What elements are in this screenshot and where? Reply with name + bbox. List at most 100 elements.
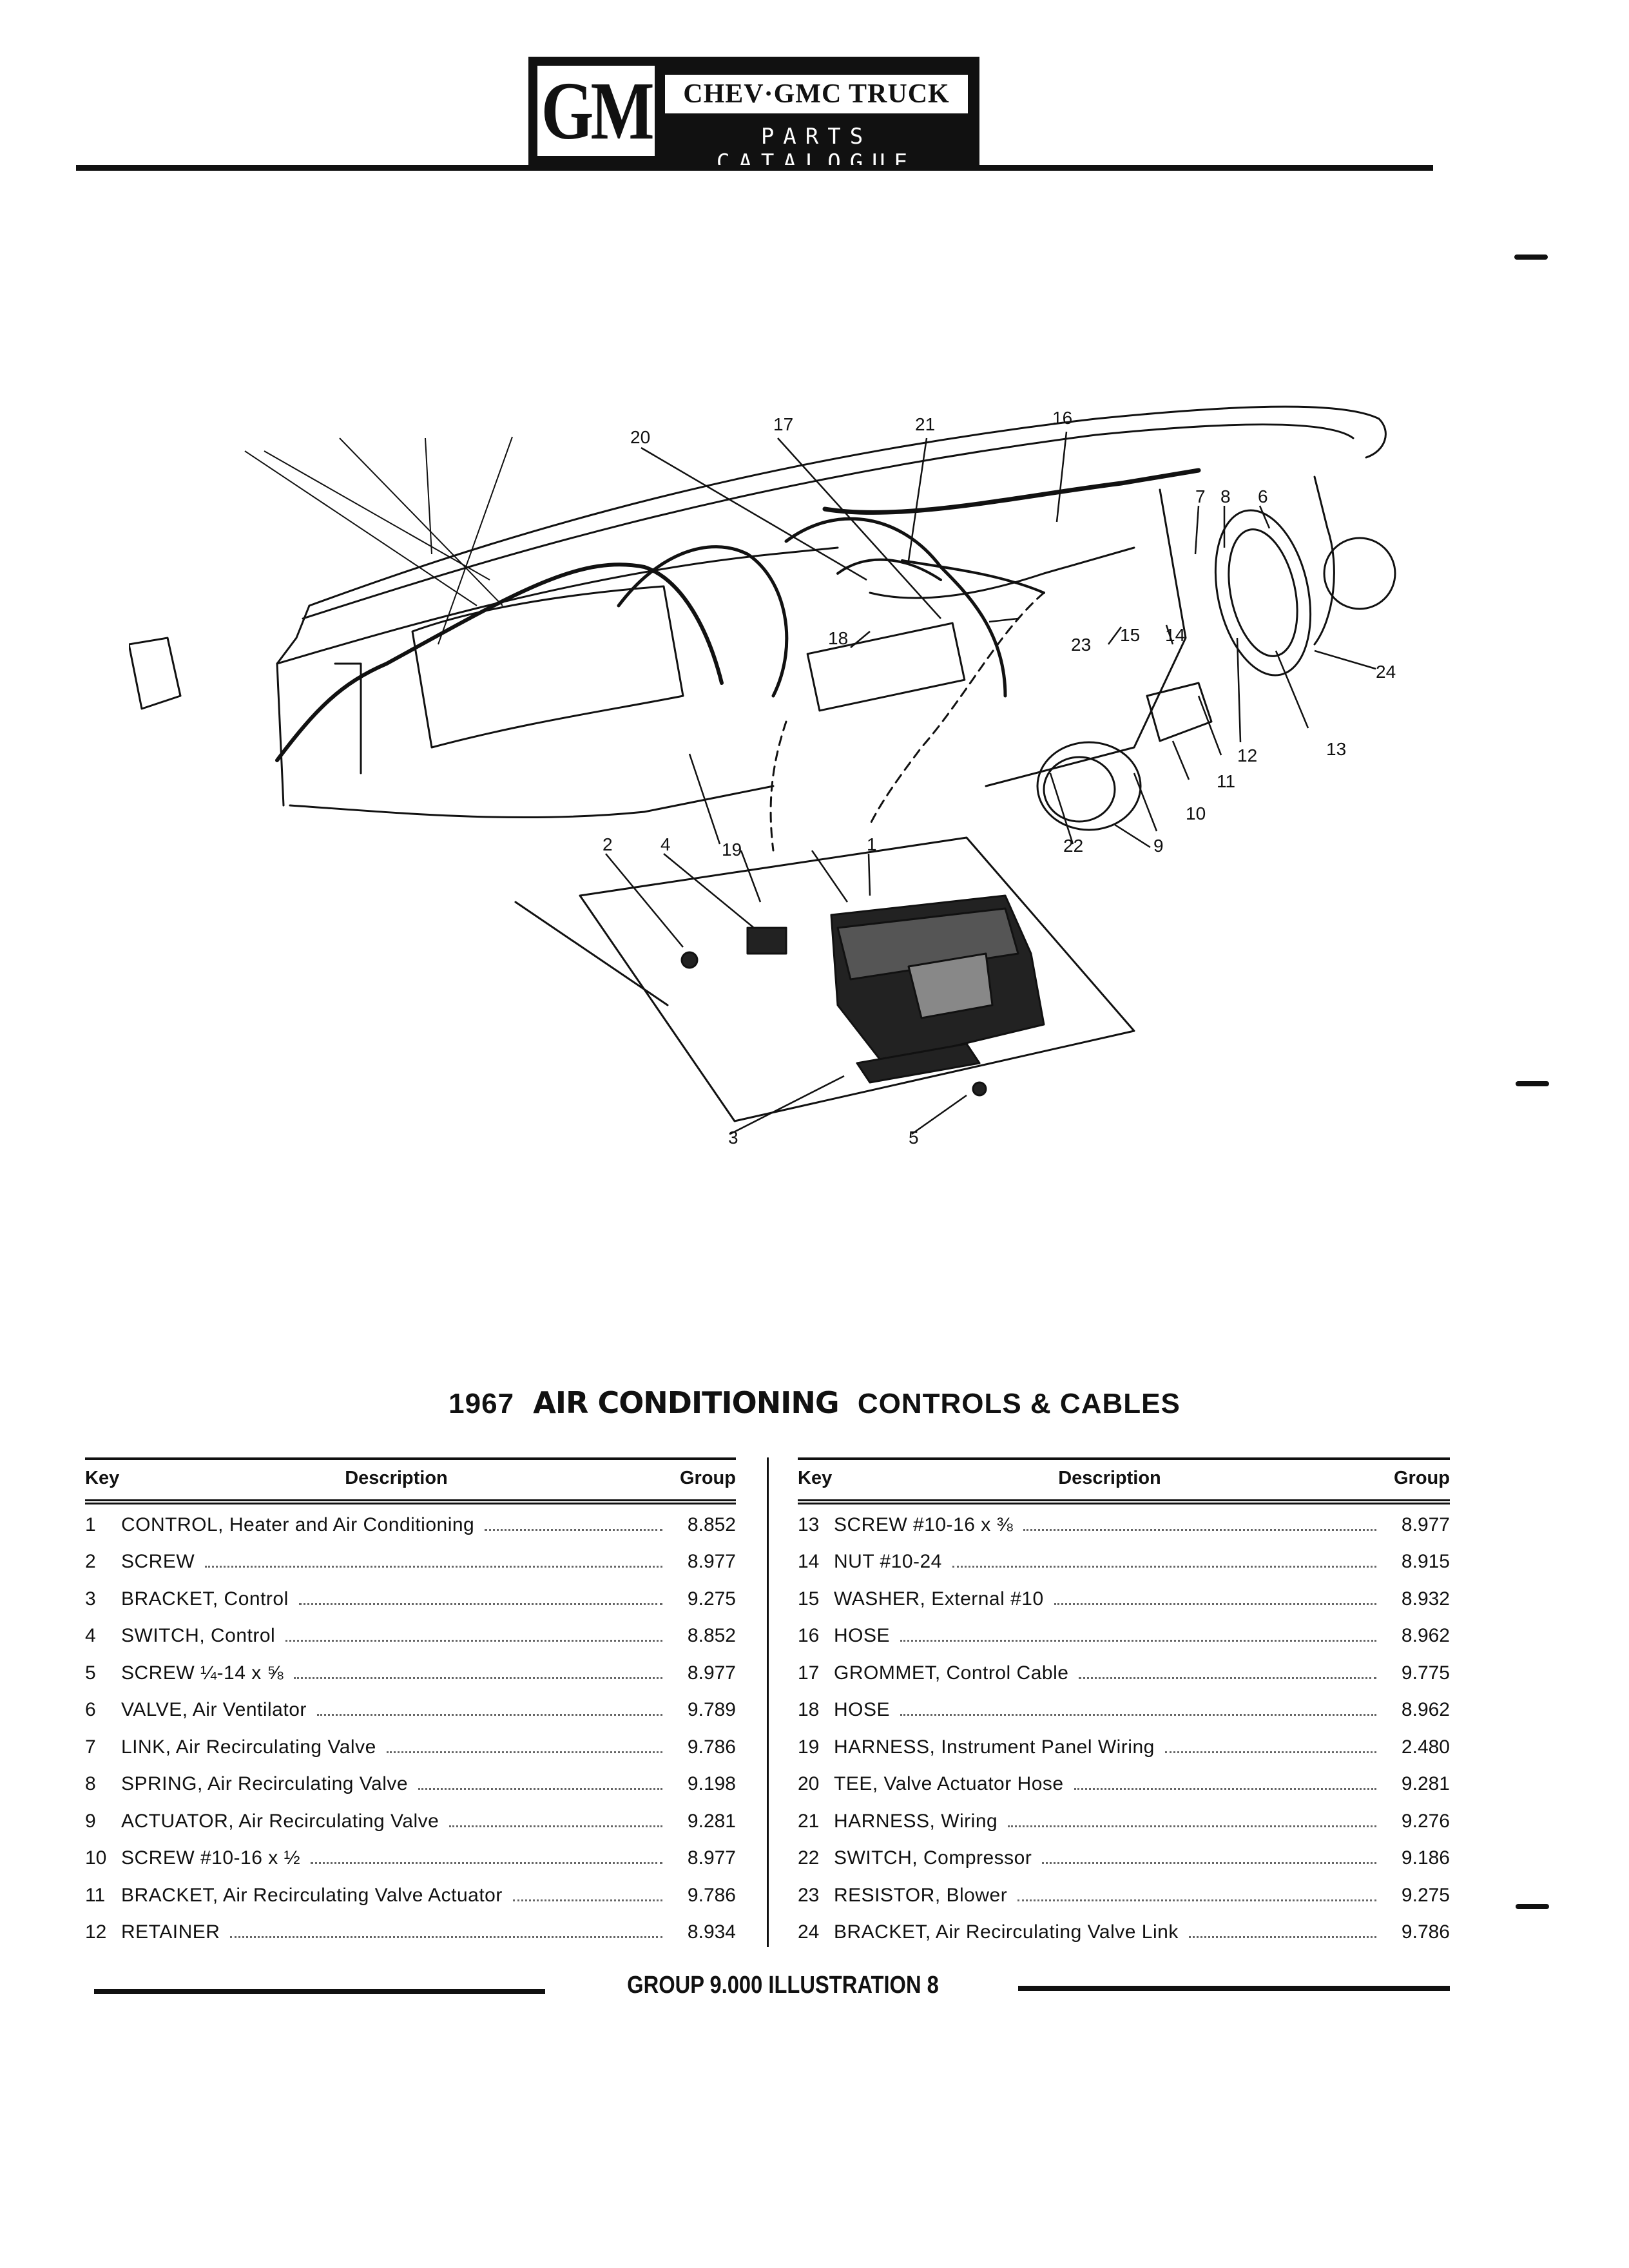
- dot-leader: [230, 1936, 662, 1939]
- part-description: HOSE: [834, 1625, 891, 1647]
- exploded-parts-diagram: 1 2 3 4 5 6 7 8 9 10 11 12 13 14 15 16 1…: [129, 405, 1396, 1148]
- part-group: 9.275: [687, 1588, 736, 1610]
- part-description: HARNESS, Instrument Panel Wiring: [834, 1736, 1155, 1758]
- leader-16: [438, 436, 513, 645]
- callout-4: 4: [660, 834, 671, 854]
- part-key: 6: [85, 1699, 96, 1721]
- wiring-harness: [275, 562, 724, 762]
- dot-leader: [449, 1825, 662, 1827]
- part-group: 8.915: [1401, 1551, 1450, 1573]
- part-group: 9.275: [1401, 1884, 1450, 1906]
- dot-leader: [952, 1566, 1376, 1568]
- part-description-cell: SCREW ¼-14 x ⅝: [121, 1655, 671, 1692]
- margin-tick: [1516, 1904, 1549, 1909]
- header-group: Group: [1394, 1468, 1450, 1488]
- part-description-cell: BRACKET, Control: [121, 1581, 671, 1618]
- callout-18: 18: [828, 628, 848, 648]
- part-description: SPRING, Air Recirculating Valve: [121, 1773, 409, 1795]
- brand-label: CHEV·GMC TRUCK: [665, 75, 968, 113]
- part-description-cell: HARNESS, Instrument Panel Wiring: [834, 1729, 1385, 1766]
- part-key: 16: [798, 1625, 820, 1647]
- leader-17: [339, 437, 503, 606]
- control-switch-part: [746, 927, 787, 955]
- part-description-cell: TEE, Valve Actuator Hose: [834, 1766, 1385, 1803]
- part-description: RETAINER: [121, 1921, 220, 1943]
- part-key: 18: [798, 1699, 820, 1721]
- part-description: TEE, Valve Actuator Hose: [834, 1773, 1064, 1795]
- dash-top-outline: [308, 405, 1387, 607]
- part-description: GROMMET, Control Cable: [834, 1662, 1069, 1684]
- dot-leader: [485, 1528, 662, 1531]
- dash-face-edge: [276, 546, 839, 665]
- callout-21: 21: [915, 414, 935, 434]
- air-ventilator-valve: [1214, 509, 1312, 677]
- dot-leader: [1042, 1862, 1376, 1865]
- part-key: 19: [798, 1736, 820, 1758]
- part-description-cell: VALVE, Air Ventilator: [121, 1692, 671, 1729]
- part-description-cell: LINK, Air Recirculating Valve: [121, 1729, 671, 1766]
- part-description-cell: WASHER, External #10: [834, 1581, 1385, 1618]
- margin-tick: [1516, 1081, 1549, 1086]
- part-group: 9.281: [1401, 1773, 1450, 1795]
- part-key: 4: [85, 1625, 96, 1647]
- part-key: 23: [798, 1884, 820, 1906]
- gm-logo-block: GM CHEV·GMC TRUCK PARTS CATALOGUE: [528, 57, 979, 175]
- part-description: BRACKET, Air Recirculating Valve Actuato…: [121, 1884, 503, 1906]
- table-row: 19 HARNESS, Instrument Panel Wiring 2.480: [798, 1729, 1450, 1766]
- callout-13: 13: [1326, 739, 1346, 759]
- part-key: 1: [85, 1514, 96, 1535]
- part-key: 10: [85, 1847, 107, 1869]
- vent-grille-outline: [1323, 537, 1396, 610]
- part-key: 14: [798, 1551, 820, 1573]
- callout-3: 3: [728, 1128, 738, 1148]
- table-divider: [767, 1457, 769, 1947]
- control-bracket-part: [856, 1043, 981, 1084]
- part-description-cell: HOSE: [834, 1692, 1385, 1729]
- dot-leader: [1023, 1528, 1376, 1531]
- part-description-cell: BRACKET, Air Recirculating Valve Actuato…: [121, 1877, 671, 1914]
- part-description-cell: RESISTOR, Blower: [834, 1877, 1385, 1914]
- leader-20: [264, 450, 490, 581]
- dot-leader: [205, 1566, 662, 1568]
- dot-leader: [294, 1677, 662, 1679]
- part-description: NUT #10-24: [834, 1551, 942, 1573]
- table-row: 23 RESISTOR, Blower 9.275: [798, 1877, 1450, 1914]
- table-row: 6 VALVE, Air Ventilator 9.789: [85, 1692, 736, 1729]
- part-group: 9.186: [1401, 1847, 1450, 1869]
- part-group: 8.977: [687, 1551, 736, 1573]
- part-description: SCREW ¼-14 x ⅝: [121, 1662, 284, 1684]
- callout-5: 5: [909, 1128, 919, 1148]
- footer-rule-right: [1018, 1986, 1450, 1991]
- part-key: 22: [798, 1847, 820, 1869]
- header-key: Key: [798, 1468, 833, 1488]
- table-row: 14 NUT #10-24 8.915: [798, 1544, 1450, 1581]
- part-description: HARNESS, Wiring: [834, 1810, 998, 1832]
- title-year: 1967: [448, 1388, 515, 1419]
- part-group: 9.789: [687, 1699, 736, 1721]
- part-description: SCREW: [121, 1551, 195, 1573]
- part-key: 17: [798, 1662, 820, 1684]
- callout-11: 11: [1217, 771, 1235, 791]
- dot-leader: [1164, 1751, 1376, 1753]
- part-description: BRACKET, Control: [121, 1588, 289, 1610]
- part-key: 12: [85, 1921, 107, 1943]
- dot-leader: [512, 1899, 662, 1901]
- callout-8: 8: [1220, 486, 1231, 506]
- header-description: Description: [1058, 1468, 1161, 1488]
- table-rule: [798, 1457, 1450, 1460]
- part-description-cell: HARNESS, Wiring: [834, 1803, 1385, 1840]
- part-description: ACTUATOR, Air Recirculating Valve: [121, 1810, 439, 1832]
- part-group: 9.786: [687, 1736, 736, 1758]
- part-group: 2.480: [1401, 1736, 1450, 1758]
- dot-leader: [1079, 1677, 1376, 1679]
- recirculating-valve-actuator: [1036, 741, 1142, 831]
